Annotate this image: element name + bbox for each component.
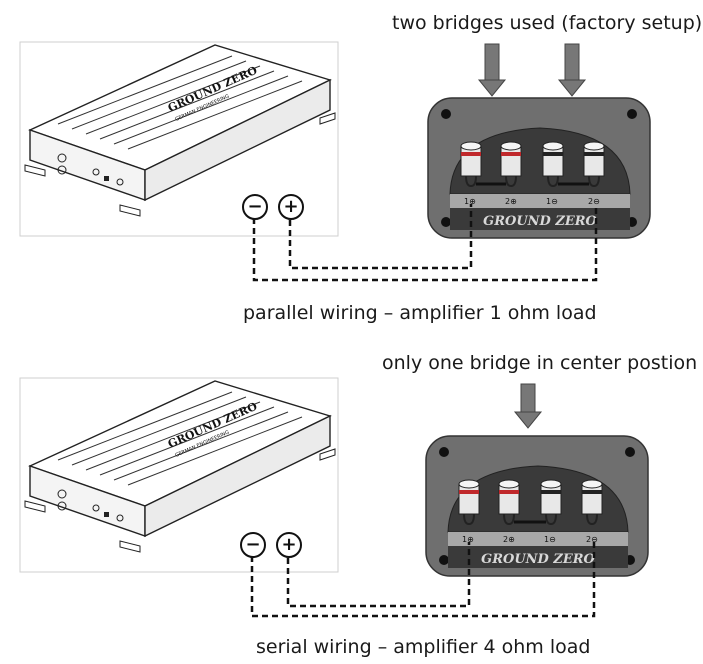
terminal-post-2-plus	[500, 141, 522, 188]
terminal-post-2-minus	[583, 141, 605, 188]
bottom-terminal-box: 1⊕ 2⊕ 1⊖ 2⊖ GROUND ZERO	[425, 435, 649, 577]
bottom-arrow-center	[513, 383, 543, 429]
screw-icon	[441, 109, 451, 119]
terminal-post-1-minus	[542, 141, 564, 188]
bottom-plus-sign: +	[276, 532, 302, 558]
terminal-label-2-plus: 2⊕	[505, 197, 517, 206]
top-arrow-right	[557, 43, 587, 97]
top-caption: two bridges used (factory setup)	[392, 12, 703, 34]
screw-icon	[627, 109, 637, 119]
terminal-label-1-plus: 1⊕	[464, 197, 476, 206]
terminal-post-1-plus	[460, 141, 482, 188]
parallel-wiring-caption: parallel wiring – amplifier 1 ohm load	[243, 302, 597, 324]
serial-wiring-caption: serial wiring – amplifier 4 ohm load	[256, 636, 591, 658]
bottom-minus-sign: −	[240, 532, 266, 558]
screw-icon	[441, 217, 451, 227]
terminal-post-2-plus	[498, 479, 520, 526]
screw-icon	[439, 447, 449, 457]
terminal-label-1-minus: 1⊖	[546, 197, 558, 206]
top-arrow-left	[477, 43, 507, 97]
top-brand-label: GROUND ZERO	[483, 214, 597, 229]
top-minus-sign: −	[242, 194, 268, 220]
top-plus-sign: +	[278, 194, 304, 220]
bottom-wires	[250, 542, 596, 618]
terminal-label-1-plus: 1⊕	[462, 535, 474, 544]
bottom-brand-label: GROUND ZERO	[481, 552, 595, 567]
terminal-post-2-minus	[581, 479, 603, 526]
terminal-label-2-plus: 2⊕	[503, 535, 515, 544]
terminal-label-1-minus: 1⊖	[544, 535, 556, 544]
terminal-post-1-plus	[458, 479, 480, 526]
terminal-label-2-minus: 2⊖	[588, 197, 600, 206]
screw-icon	[439, 555, 449, 565]
terminal-post-1-minus	[540, 479, 562, 526]
terminal-label-2-minus: 2⊖	[586, 535, 598, 544]
screw-icon	[625, 447, 635, 457]
top-terminal-box: 1⊕ 2⊕ 1⊖ 2⊖ GROUND ZERO	[427, 97, 651, 239]
bottom-caption-bridge: only one bridge in center postion	[382, 352, 698, 374]
top-wires	[252, 204, 598, 282]
